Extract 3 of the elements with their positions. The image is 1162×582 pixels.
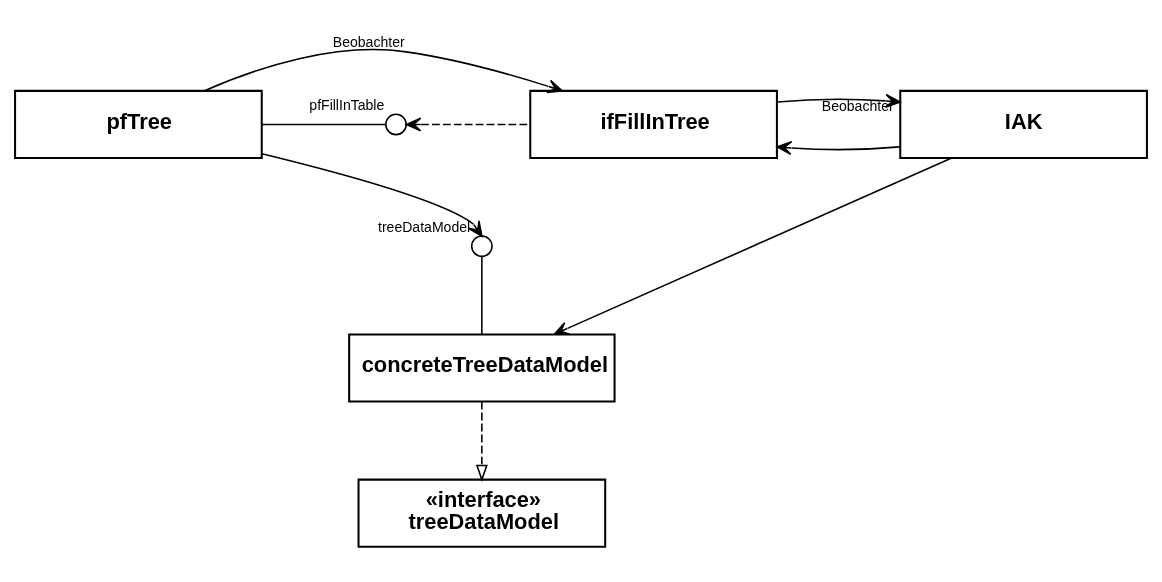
node-label: treeDataModel xyxy=(378,218,471,235)
edge-label: Beobachter xyxy=(332,33,405,50)
node-label: pfFillInTable xyxy=(309,96,385,113)
